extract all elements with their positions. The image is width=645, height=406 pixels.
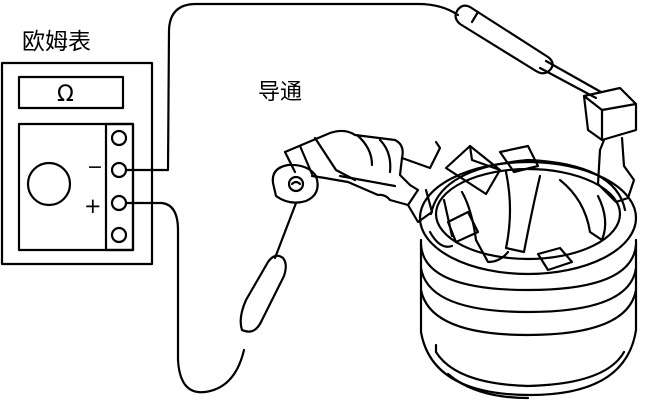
ohmmeter-panel	[17, 122, 135, 252]
right-probe-grip-line	[470, 10, 480, 24]
brush-arm-inner-2	[283, 144, 314, 176]
housing-base-2	[446, 372, 530, 400]
right-test-probe[interactable]	[454, 4, 603, 100]
housing-rim-3	[419, 288, 638, 337]
terminal-negative[interactable]	[110, 161, 128, 179]
continuity-status-label: 导通	[258, 80, 303, 105]
brush-block-top-left	[444, 144, 502, 196]
housing-top-lip	[429, 158, 627, 216]
left-probe-handle	[239, 254, 287, 333]
housing-body	[419, 238, 638, 397]
brush-box-right	[582, 86, 638, 142]
terminal-positive[interactable]	[110, 194, 128, 212]
ring-terminal-slot	[290, 180, 302, 186]
brush-arm-connector	[400, 140, 442, 170]
inner-spring-1	[442, 198, 454, 238]
right-probe-tip	[538, 59, 603, 100]
ohmmeter-body	[0, 61, 154, 266]
negative-terminal-label: −	[87, 156, 103, 178]
commutator-center	[504, 170, 542, 254]
housing-base-1	[434, 350, 626, 388]
brush-block-left-low	[446, 210, 480, 244]
brush-holder-assembly	[418, 86, 638, 400]
brush-arm-connector-2	[406, 188, 434, 224]
housing-rim-1	[419, 243, 638, 292]
brush-arm-plate	[283, 129, 420, 207]
brush-arm-inner-1	[313, 136, 357, 182]
terminal-1	[110, 129, 128, 147]
brush-block-top-right	[498, 144, 540, 174]
ohm-unit-symbol: Ω	[57, 82, 74, 107]
terminal-4	[110, 226, 128, 244]
commutator-left	[460, 190, 510, 264]
ohmmeter-display	[17, 75, 125, 110]
brush-post-right	[596, 136, 636, 204]
terminal-strip	[104, 122, 135, 252]
inner-spring-2	[428, 230, 454, 248]
left-probe-tip	[273, 201, 298, 260]
ohmmeter-dial	[26, 161, 72, 207]
left-test-probe[interactable]	[239, 201, 298, 333]
ohmmeter	[0, 61, 154, 266]
housing-rim-2	[419, 266, 638, 314]
ring-terminal-hole	[287, 175, 305, 193]
commutator-right	[558, 178, 607, 242]
negative-lead-wire	[124, 2, 460, 172]
brush-holder-left	[271, 129, 442, 224]
housing-top-outer	[418, 160, 638, 276]
brush-block-bottom	[536, 246, 574, 272]
brush-arm-inner-3	[355, 133, 392, 174]
brush-arm-inner-4	[338, 174, 397, 188]
ohmmeter-title: 欧姆表	[22, 29, 91, 55]
positive-lead-wire	[124, 201, 246, 394]
right-probe-handle	[454, 4, 554, 75]
positive-terminal-label: +	[84, 194, 102, 218]
